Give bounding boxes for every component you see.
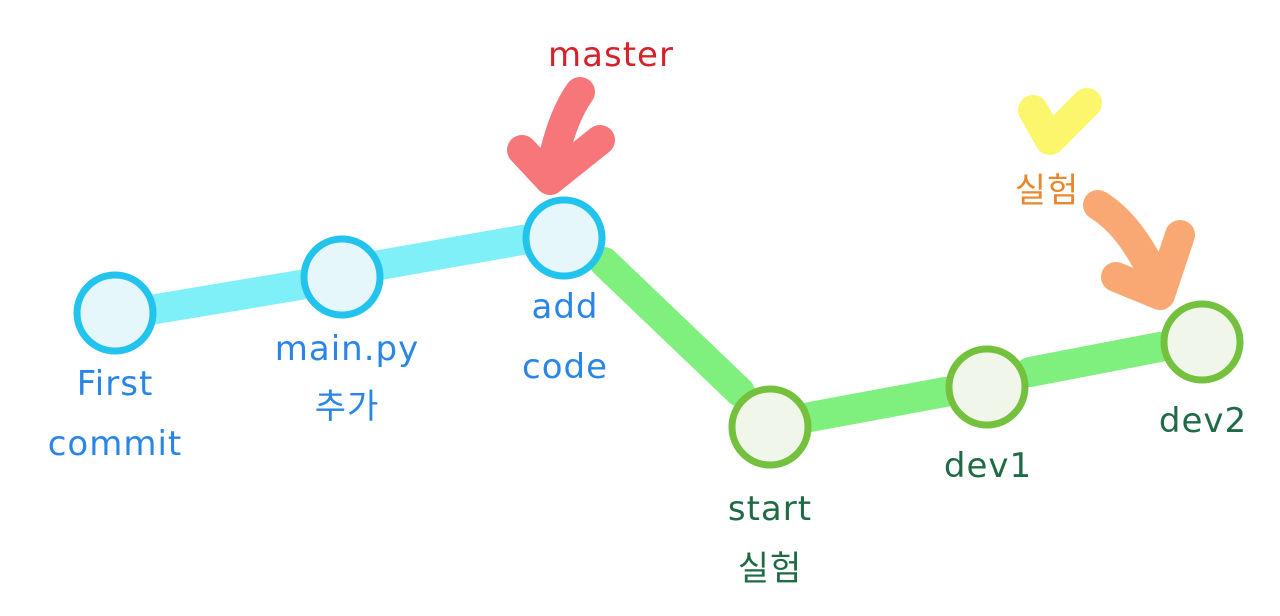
checkmark-icon (1018, 88, 1102, 155)
silheom-arrow-icon (1083, 190, 1195, 310)
edge-dev1-to-dev2 (1015, 332, 1175, 387)
main-branch-edges (135, 225, 537, 325)
commit-label-first-line2: commit (48, 424, 183, 464)
master-arrow-icon (507, 77, 615, 195)
silheom-pointer: 실험 (1015, 88, 1195, 310)
edge-addcode-to-start (589, 247, 755, 407)
master-pointer-label: master (548, 35, 674, 75)
master-pointer: master (507, 35, 674, 195)
commit-label-first-line1: First (77, 364, 154, 404)
commit-node-dev2[interactable] (1160, 300, 1244, 384)
commit-label-mainpy-line1: main.py (275, 329, 419, 369)
commit-label-dev2: dev2 (1159, 401, 1247, 441)
commit-label-addcode-line2: code (522, 347, 608, 387)
commit-node-start[interactable] (728, 385, 812, 469)
experiment-branch-edges (589, 247, 1175, 432)
edge-first-to-mainpy (135, 270, 315, 325)
commit-label-dev1: dev1 (944, 446, 1032, 486)
commit-node-dev1[interactable] (945, 345, 1029, 429)
edge-start-to-dev1 (795, 377, 960, 432)
commit-node-addcode[interactable] (522, 196, 606, 280)
commit-label-addcode-line1: add (532, 287, 599, 327)
commit-label-start-line1: start (728, 489, 812, 529)
edge-mainpy-to-addcode (365, 225, 537, 280)
commit-label-mainpy-line2: 추가 (315, 387, 380, 427)
commit-label-start-line2: 실험 (738, 549, 803, 589)
silheom-pointer-label: 실험 (1015, 171, 1080, 211)
commit-node-mainpy[interactable] (300, 235, 384, 319)
commit-node-first[interactable] (73, 271, 157, 355)
commit-nodes (73, 196, 1244, 469)
commit-labels: First commit main.py 추가 add code start 실… (48, 287, 1247, 589)
